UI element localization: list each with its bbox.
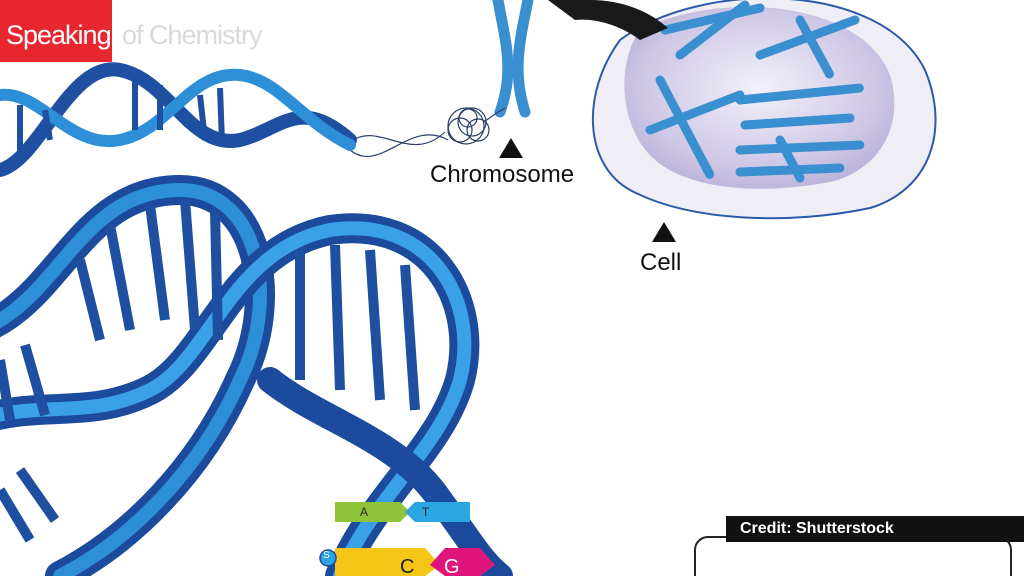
base-t-block (405, 502, 470, 522)
brand-of-chemistry: of Chemistry (122, 20, 263, 50)
base-g-label: G (444, 556, 460, 576)
base-a-block (335, 502, 410, 522)
base-g-block (430, 548, 495, 576)
base-pairs (319, 502, 495, 576)
base-a-label: A (360, 505, 369, 519)
base-c-block (335, 548, 440, 576)
cell-pointer-icon (652, 222, 676, 242)
chromosome-label: Chromosome (430, 161, 575, 188)
base-t-label: T (422, 505, 430, 519)
sugar-s-label: S (323, 550, 330, 561)
chromatin-coil (349, 107, 506, 157)
cell-diagram (548, 0, 937, 220)
sugar-node (319, 549, 337, 567)
cell-label: Cell (640, 249, 682, 276)
brand-speaking: Speaking (0, 0, 112, 62)
inset-preview-panel (694, 536, 1012, 576)
chromosome-figure (492, 0, 534, 118)
cell-chromosomes (645, 0, 865, 183)
chromosome-pointer-icon (499, 138, 523, 158)
base-c-label: C (400, 556, 415, 576)
pointer-arrow (548, 0, 668, 40)
small-double-helix (0, 62, 357, 177)
large-double-helix (0, 174, 513, 576)
show-branding: Speaking of Chemistry (0, 0, 263, 62)
credit-caption: Credit: Shutterstock (726, 516, 1024, 542)
